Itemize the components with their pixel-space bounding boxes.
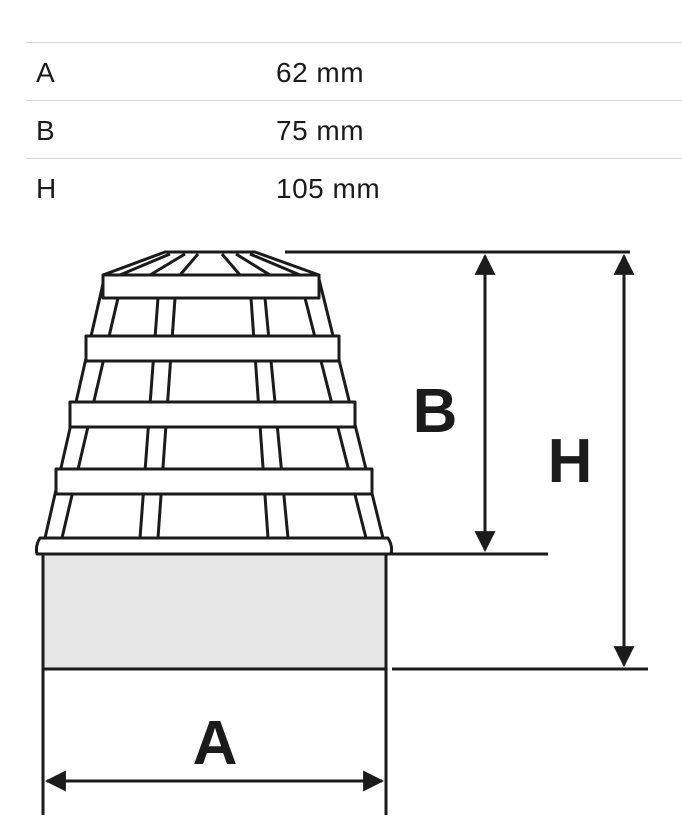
dimension-key: B	[36, 115, 56, 146]
dimension-value: 62 mm	[276, 57, 365, 88]
dimension-key: H	[36, 173, 57, 204]
table-row: B 75 mm	[26, 100, 682, 158]
table-row: H 105 mm	[26, 158, 682, 216]
dimension-h	[392, 253, 648, 671]
table-row: A 62 mm	[26, 42, 682, 100]
basket-top	[34, 250, 394, 556]
dimension-table: A 62 mm B 75 mm H 105 mm	[26, 42, 682, 216]
dimension-value: 75 mm	[276, 115, 365, 146]
label-a: A	[193, 709, 238, 778]
label-b: B	[413, 377, 458, 446]
dimension-value: 105 mm	[276, 173, 381, 204]
dimension-key: A	[36, 57, 56, 88]
base-cylinder	[41, 552, 388, 671]
dimension-b	[285, 250, 630, 556]
dimension-a	[41, 669, 388, 815]
label-h: H	[548, 427, 593, 496]
